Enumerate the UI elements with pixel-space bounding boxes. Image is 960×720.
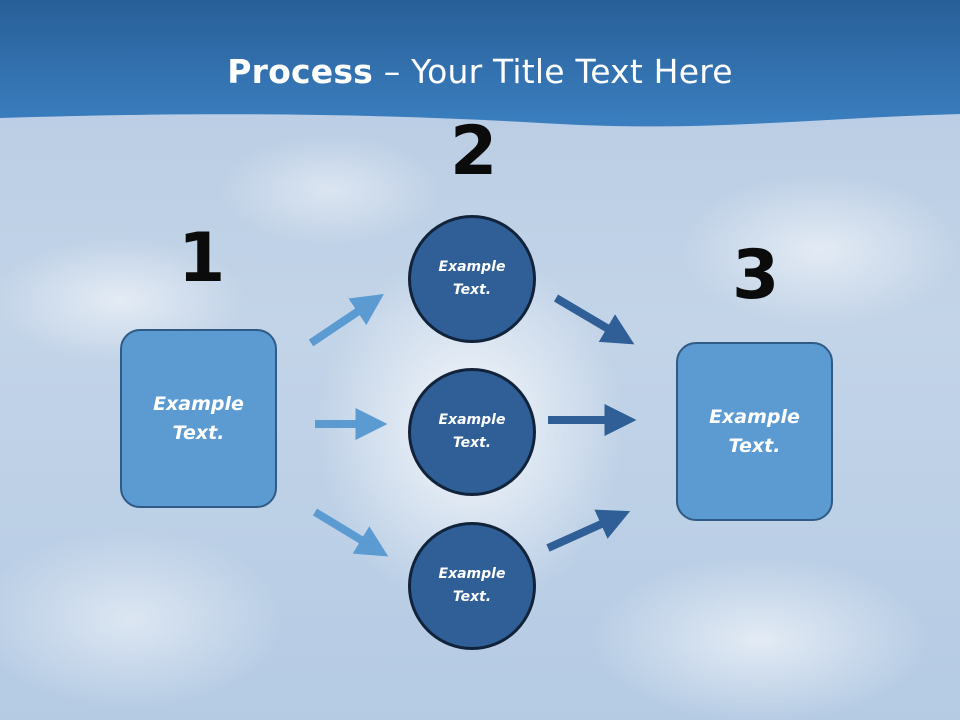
circle-middle-label: Example Text. bbox=[438, 412, 506, 451]
step-number-1: 1 bbox=[178, 219, 226, 298]
title-bold: Process bbox=[227, 52, 374, 91]
circle-bottom-label: Example Text. bbox=[438, 566, 506, 605]
step-2-circle-top: Example Text. bbox=[408, 215, 536, 343]
arrows-right bbox=[546, 294, 637, 552]
step-number-2: 2 bbox=[450, 112, 498, 191]
step-3-label: Example Text. bbox=[709, 405, 800, 457]
arrow-down-right-left bbox=[312, 508, 389, 557]
arrow-down-right-right bbox=[553, 294, 635, 345]
arrow-up-right-left bbox=[308, 293, 384, 347]
step-3-box: Example Text. bbox=[676, 342, 833, 521]
header-band bbox=[0, 0, 960, 127]
step-2-circle-middle: Example Text. bbox=[408, 368, 536, 496]
circle-top-label: Example Text. bbox=[438, 259, 506, 298]
step-number-3: 3 bbox=[732, 236, 780, 315]
step-2-circle-bottom: Example Text. bbox=[408, 522, 536, 650]
arrow-up-right-right bbox=[546, 509, 631, 552]
page-title: Process – Your Title Text Here bbox=[0, 52, 960, 91]
title-rest: – Your Title Text Here bbox=[373, 52, 733, 91]
arrows-left bbox=[308, 293, 389, 557]
step-1-box: Example Text. bbox=[120, 329, 277, 508]
step-1-label: Example Text. bbox=[153, 392, 244, 444]
